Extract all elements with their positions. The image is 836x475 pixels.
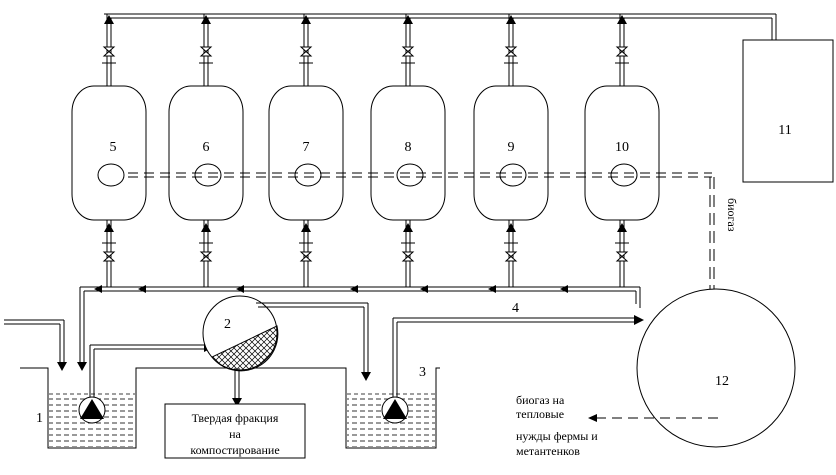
solid-fraction-box: Твердая фракция на компостирование [164, 403, 306, 459]
digester-label: 8 [405, 140, 412, 155]
arrow-up-icon [506, 223, 516, 232]
valve-icon [615, 46, 629, 57]
arrow-up-icon [201, 15, 211, 24]
gas-holder-11: 11 [742, 39, 834, 183]
separator-label: 2 [224, 317, 231, 332]
biogas-dashed-line [128, 172, 712, 178]
digester-group: 5 6 7 8 9 10 [71, 14, 660, 287]
distribution-pipe [80, 286, 641, 308]
biogas-use-line-4: метантенков [516, 444, 580, 458]
arrow-down-icon [361, 372, 371, 381]
arrow-up-icon [301, 15, 311, 24]
gas-collector-pipe [104, 13, 777, 40]
arrow-down-icon [57, 362, 67, 371]
separator-liquid-outlet [256, 302, 369, 374]
intermediate-tank-label: 3 [419, 365, 426, 380]
digester-hatch [294, 163, 322, 187]
arrow-left-icon [420, 285, 428, 293]
solid-fraction-line-3: компостирование [190, 443, 279, 457]
digester-label: 9 [508, 140, 515, 155]
digester-label: 6 [203, 140, 210, 155]
solid-fraction-line-2: на [229, 427, 241, 441]
distribution-arrows [94, 285, 568, 293]
biogas-pipe-label: биогаз [725, 198, 739, 232]
biogas-use-line-2: тепловые [516, 407, 564, 421]
arrow-left-icon [488, 285, 496, 293]
digester-body [473, 85, 549, 221]
gas-holder-label: 11 [778, 123, 791, 138]
pump-tank-3 [381, 396, 409, 424]
receiving-tank-label: 1 [36, 411, 43, 426]
valve-icon [299, 46, 313, 57]
digester-label: 5 [110, 140, 117, 155]
arrow-up-icon [617, 223, 627, 232]
digester-7: 7 [268, 14, 344, 287]
digester-body [168, 85, 244, 221]
digester-10: 10 [584, 14, 660, 287]
biogas-dashed-down [709, 177, 715, 322]
pipe-4-label: 4 [512, 301, 519, 316]
valve-icon [299, 251, 313, 262]
feed-pipe-to-tank-1 [79, 287, 85, 364]
biogas-use-line-1: биогаз на [516, 393, 565, 407]
arrow-up-icon [201, 223, 211, 232]
arrow-up-icon [403, 223, 413, 232]
arrow-up-icon [301, 223, 311, 232]
arrow-down-icon [232, 398, 242, 407]
digester-8: 8 [370, 14, 446, 287]
digester-label: 10 [615, 140, 629, 155]
biogas-use-line-3: нужды фермы и [516, 429, 598, 443]
arrow-down-icon [77, 362, 87, 371]
digester-6: 6 [168, 14, 244, 287]
arrow-up-icon [104, 15, 114, 24]
digester-body [584, 85, 660, 221]
valve-icon [102, 46, 116, 57]
valve-icon [504, 46, 518, 57]
valve-icon [199, 46, 213, 57]
digester-hatch [97, 163, 125, 187]
digester-body [71, 85, 147, 221]
arrow-left-icon [350, 285, 358, 293]
arrow-left-icon [560, 285, 568, 293]
valve-icon [615, 251, 629, 262]
separator-solid-outlet [234, 368, 240, 400]
solid-fraction-line-1: Твердая фракция [192, 411, 279, 425]
valve-icon [102, 251, 116, 262]
arrow-up-icon [403, 15, 413, 24]
arrow-left-icon [138, 285, 146, 293]
digester-5: 5 [71, 14, 147, 287]
valve-icon [401, 251, 415, 262]
arrow-up-icon [506, 15, 516, 24]
arrow-right-icon [634, 315, 644, 325]
storage-tank-label: 12 [715, 374, 729, 389]
valve-icon [199, 251, 213, 262]
digester-9: 9 [473, 14, 549, 287]
digester-hatch [610, 163, 638, 187]
digester-label: 7 [303, 140, 310, 155]
pump-tank-1 [78, 396, 106, 424]
digester-hatch [499, 163, 527, 187]
arrow-left-icon [94, 285, 102, 293]
digester-body [268, 85, 344, 221]
arrow-up-icon [617, 15, 627, 24]
digester-hatch [194, 163, 222, 187]
valve-icon [504, 251, 518, 262]
valve-icon [401, 46, 415, 57]
pump-1-riser [89, 344, 205, 397]
inlet-pipe [4, 319, 65, 364]
arrow-up-icon [104, 223, 114, 232]
digester-hatch [396, 163, 424, 187]
arrow-left-icon [588, 414, 597, 422]
pump-3-riser [392, 317, 636, 397]
digester-body [370, 85, 446, 221]
arrow-left-icon [236, 285, 244, 293]
separator-2: 2 [202, 295, 279, 372]
storage-tank-12: 12 [636, 288, 796, 448]
